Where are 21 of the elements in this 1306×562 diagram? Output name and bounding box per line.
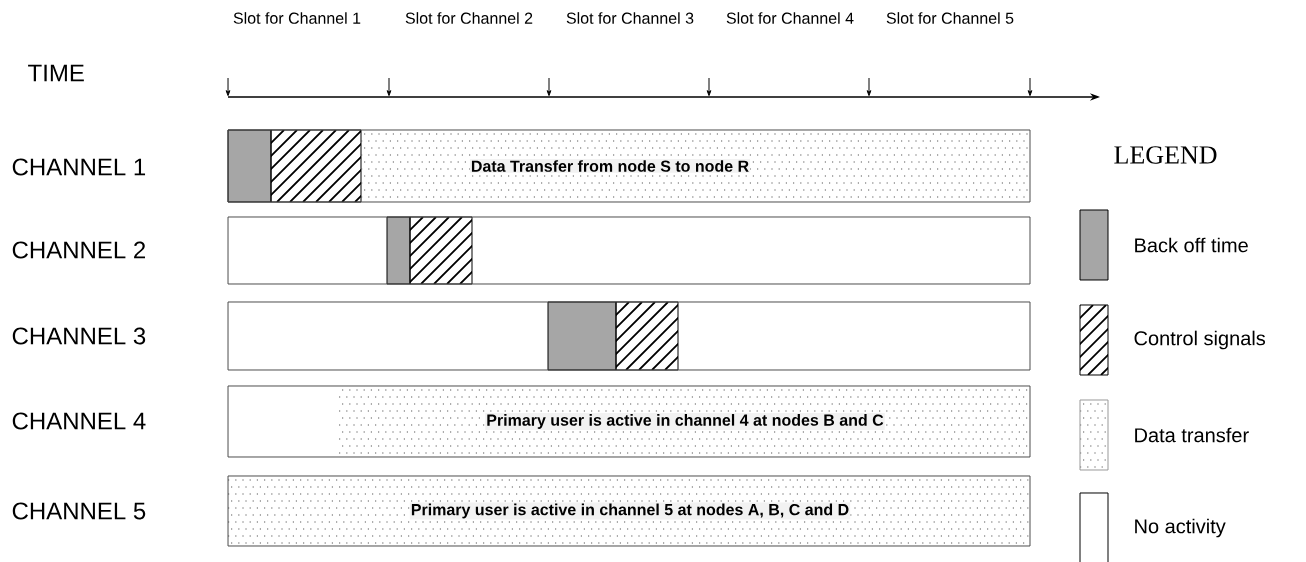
slot-label: Slot for Channel 4	[726, 12, 854, 24]
legend-label: Back off time	[1135, 237, 1248, 253]
row-label: CHANNEL 3	[12, 327, 146, 345]
legend-label: Control signals	[1134, 330, 1266, 350]
channel-bar	[227, 216, 1031, 285]
legend-title: LEGEND	[1114, 146, 1217, 164]
legend-label: Data transfer	[1135, 427, 1249, 443]
channel-bar: Primary user is active in channel 4 at nodes B and C	[227, 385, 1031, 458]
row-label: CHANNEL 2	[12, 241, 145, 259]
channel-bar: Data Transfer from node S to node R	[227, 129, 1031, 203]
slot-label: Slot for Channel 3	[566, 12, 694, 24]
slot-label: Slot for Channel 2	[405, 12, 533, 24]
slot-label: Slot for Channel 1	[233, 12, 361, 24]
row-label: CHANNEL 4	[12, 412, 146, 430]
slot-label: Slot for Channel 5	[886, 12, 1014, 24]
row-label: CHANNEL 5	[12, 502, 146, 520]
channel-bar	[227, 301, 1031, 371]
channel-bar: Primary user is active in channel 5 at nodes A, B, C and D	[227, 475, 1031, 547]
axis-title: TIME	[28, 64, 84, 82]
legend-label: No activity	[1135, 518, 1226, 538]
row-label: CHANNEL 1	[12, 158, 146, 176]
